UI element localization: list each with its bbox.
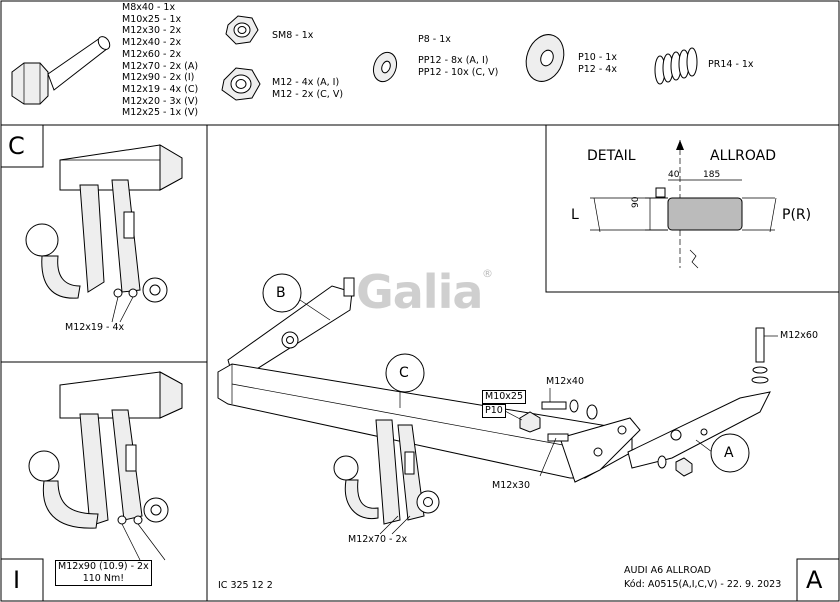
footer-kod: Kód: A0515(A,I,C,V) - 22. 9. 2023 (624, 579, 782, 590)
washer-p8-line: PP12 - 8x (A, I) (418, 55, 489, 66)
detail-title-left: DETAIL (587, 148, 636, 164)
main-assembly-drawing (217, 277, 778, 535)
bolt-list-item: M12x20 - 3x (V) (122, 95, 199, 107)
washer-p10-drawing (525, 34, 565, 82)
detail-dim-90: 90 (631, 196, 641, 208)
label-m12x60: M12x60 (780, 330, 818, 341)
nut-m12-line: M12 - 4x (A, I) (272, 77, 340, 88)
detail-dim-40: 40 (668, 170, 680, 180)
detail-side-r: P(R) (782, 207, 812, 223)
nut-sm8-label: SM8 - 1x (272, 30, 314, 41)
washer-p10-line: P12 - 4x (578, 64, 617, 75)
spring-label: PR14 - 1x (708, 59, 754, 70)
panel-c-drawing (25, 144, 183, 323)
washer-p8-drawing (372, 51, 398, 83)
panel-c-bolt-label: M12x19 - 4x (65, 322, 125, 333)
callout-a: A (724, 445, 734, 461)
detail-title-right: ALLROAD (710, 148, 777, 164)
nut-m12-drawing (221, 67, 261, 101)
brand-registered-mark: ® (482, 267, 493, 280)
callout-c-circle (385, 353, 425, 393)
panel-i-bolt-line: M12x90 (10.9) - 2x (58, 561, 149, 572)
detail-side-l: L (571, 207, 579, 223)
label-m12x40: M12x40 (546, 376, 584, 387)
bolt-list-item: M10x25 - 1x (122, 13, 182, 25)
panel-i-letter: I (13, 566, 21, 594)
panel-c-letter: C (8, 132, 25, 160)
washer-p10-label: P10 - 1x P12 - 4x (578, 52, 617, 76)
brand-watermark: Galia (356, 265, 483, 319)
bolt-list-item: M12x19 - 4x (C) (122, 83, 199, 95)
box-a (796, 558, 840, 602)
bolt-drawing (11, 36, 111, 105)
panel-i-bolt-label: M12x90 (10.9) - 2x 110 Nm! (55, 560, 152, 586)
box-i (0, 558, 44, 602)
callout-b-circle (262, 273, 302, 313)
spring-drawing (654, 47, 698, 85)
label-m12x70: M12x70 - 2x (348, 534, 408, 545)
bolt-list-item: M12x40 - 2x (122, 37, 182, 49)
bolt-list-item: M12x25 - 1x (V) (122, 107, 199, 119)
detail-drawing (590, 140, 777, 269)
label-m10x25: M10x25 (482, 390, 526, 404)
callout-a-circle (710, 433, 750, 473)
callout-c: C (399, 365, 409, 381)
washer-p8-label: P8 - 1x PP12 - 8x (A, I) PP12 - 10x (C, … (418, 34, 498, 79)
footer-code: IC 325 12 2 (218, 580, 273, 591)
washer-p8-line: P8 - 1x (418, 34, 451, 45)
callout-b: B (276, 285, 286, 301)
nut-m12-label: M12 - 4x (A, I) M12 - 2x (C, V) (272, 77, 343, 101)
bolt-list-item: M12x30 - 2x (122, 25, 182, 37)
washer-p10-line: P10 - 1x (578, 52, 617, 63)
washer-p8-line: PP12 - 10x (C, V) (418, 67, 499, 78)
panel-a-letter: A (806, 566, 823, 594)
nut-sm8-drawing (225, 15, 259, 45)
bolt-list-item: M8x40 - 1x (122, 2, 176, 13)
bolt-list-item: M12x90 - 2x (I) (122, 72, 195, 84)
nut-m12-line: M12 - 2x (C, V) (272, 89, 344, 100)
panel-i-bolt-line: 110 Nm! (82, 573, 125, 584)
bolt-list: M8x40 - 1x M10x25 - 1x M12x30 - 2x M12x4… (122, 2, 198, 119)
label-m12x30: M12x30 (492, 480, 530, 491)
box-c (0, 124, 44, 168)
footer-car: AUDI A6 ALLROAD (624, 565, 711, 576)
bolt-list-item: M12x60 - 2x (122, 48, 182, 60)
label-p10: P10 (482, 404, 506, 418)
detail-dim-185: 185 (703, 170, 721, 180)
detail-frame (545, 124, 840, 293)
panel-i-drawing (28, 371, 183, 561)
bolt-list-item: M12x70 - 2x (A) (122, 60, 199, 72)
